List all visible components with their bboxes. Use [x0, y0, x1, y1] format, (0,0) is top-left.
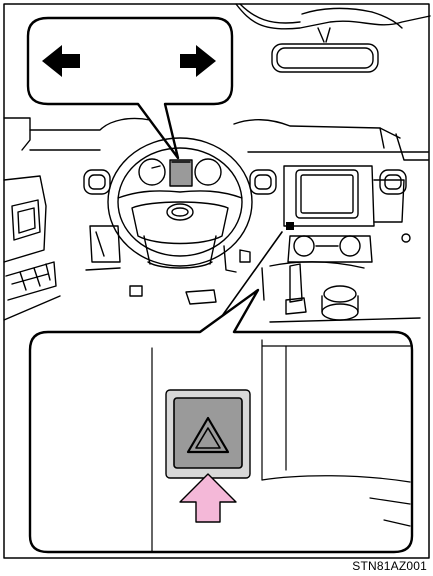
dashboard-contour	[30, 118, 428, 160]
figure-code: STN81AZ001	[352, 559, 427, 573]
left-door	[4, 118, 60, 320]
hazard-switch	[166, 390, 250, 478]
steering-wheel	[108, 138, 252, 268]
turn-signal-callout	[28, 18, 232, 158]
gear-shifter	[270, 264, 420, 322]
center-stack	[250, 166, 410, 262]
rear-view-mirror	[272, 28, 378, 72]
right-air-vent	[380, 170, 406, 194]
windshield-lines	[236, 4, 430, 29]
left-air-vent	[84, 170, 110, 194]
hazard-button	[174, 398, 242, 468]
lower-dashboard	[86, 226, 364, 304]
hazard-button-location	[286, 222, 294, 230]
